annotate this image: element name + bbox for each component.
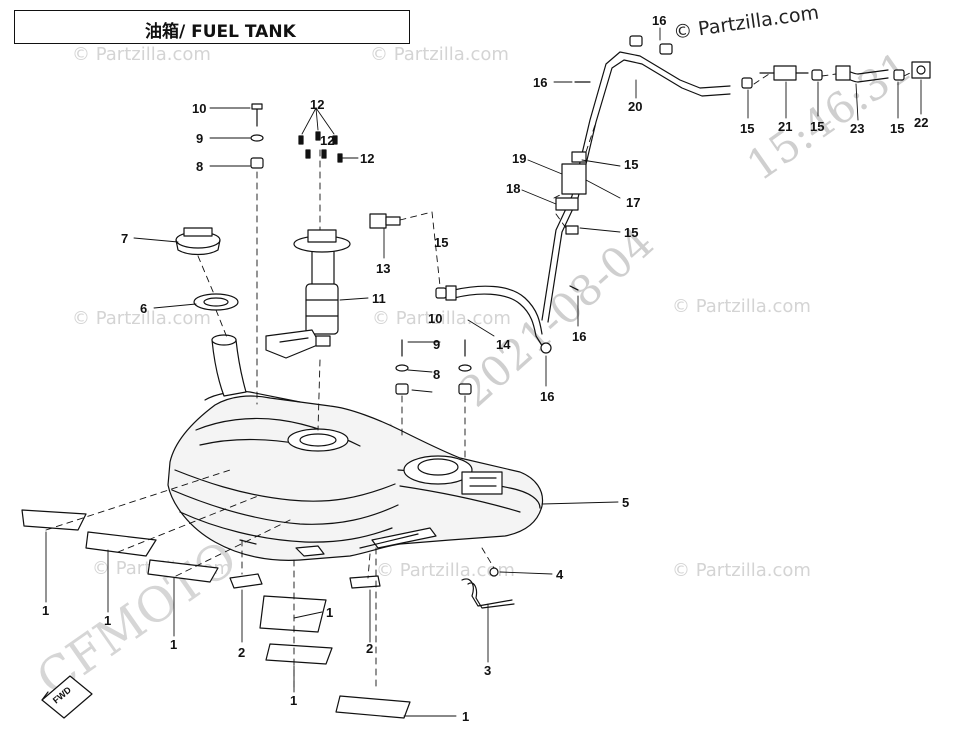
callout-23: 23 (850, 121, 864, 136)
callout-17: 17 (626, 195, 640, 210)
callout-15: 15 (890, 121, 904, 136)
callout-1: 1 (290, 693, 297, 708)
callout-11: 11 (372, 291, 386, 306)
callout-10: 10 (428, 311, 442, 326)
watermark-partzilla: © Partzilla.com (672, 560, 811, 581)
callout-2: 2 (238, 645, 245, 660)
watermark-partzilla: © Partzilla.com (72, 308, 211, 329)
callout-15: 15 (624, 157, 638, 172)
cap-seal (193, 293, 239, 311)
callout-1: 1 (104, 613, 111, 628)
callout-15: 15 (810, 119, 824, 134)
pads (21, 509, 411, 719)
left-bolt-stack (250, 103, 264, 169)
callout-6: 6 (140, 301, 147, 316)
callout-8: 8 (433, 367, 440, 382)
callout-20: 20 (628, 99, 642, 114)
watermark-partzilla: © Partzilla.com (376, 560, 515, 581)
check-valve (759, 65, 809, 81)
callout-21: 21 (778, 119, 792, 134)
clamps (435, 35, 905, 354)
callout-15: 15 (740, 121, 754, 136)
leader-lines (45, 27, 922, 717)
callout-10: 10 (192, 101, 206, 116)
callout-15: 15 (624, 225, 638, 240)
right-bolt-stack-a (395, 339, 409, 395)
callout-2: 2 (366, 641, 373, 656)
fuel-cap (175, 227, 221, 256)
callout-4: 4 (556, 567, 564, 582)
callout-22: 22 (914, 115, 928, 130)
callout-12: 12 (360, 151, 374, 166)
fwd-arrow-icon (41, 675, 93, 719)
callout-14: 14 (496, 337, 511, 352)
watermark-partzilla: © Partzilla.com (372, 308, 511, 329)
callout-1: 1 (170, 637, 177, 652)
fuel-filter (555, 151, 587, 235)
callout-1: 1 (42, 603, 49, 618)
watermark-partzilla: © Partzilla.com (72, 44, 211, 65)
callout-15: 15 (434, 235, 448, 250)
callout-labels: 1 1 1 1 1 1 2 2 3 4 5 6 7 8 8 9 9 10 10 … (42, 13, 928, 724)
callout-16: 16 (533, 75, 547, 90)
callout-9: 9 (433, 337, 440, 352)
callout-5: 5 (622, 495, 629, 510)
end-fitting (911, 61, 931, 79)
title-box: 油箱/ FUEL TANK (14, 10, 410, 44)
callout-8: 8 (196, 159, 203, 174)
fuel-pump (265, 229, 351, 359)
callout-12: 12 (320, 133, 334, 148)
watermark-partzilla: © Partzilla.com (370, 44, 509, 65)
callout-16: 16 (540, 389, 554, 404)
callout-1: 1 (326, 605, 333, 620)
callout-7: 7 (121, 231, 128, 246)
callout-1: 1 (462, 709, 469, 724)
vent-hose (541, 51, 731, 323)
hose-section (835, 65, 889, 83)
watermark-partzilla: © Partzilla.com (672, 296, 811, 317)
callout-19: 19 (512, 151, 526, 166)
callout-18: 18 (506, 181, 520, 196)
page-title: 油箱/ FUEL TANK (145, 22, 296, 42)
right-bolt-stack-b (458, 339, 472, 395)
callout-16: 16 (652, 13, 666, 28)
callout-9: 9 (196, 131, 203, 146)
callout-16: 16 (572, 329, 586, 344)
callout-12: 12 (310, 97, 324, 112)
connector (369, 213, 401, 229)
clips (229, 573, 381, 589)
callout-13: 13 (376, 261, 390, 276)
guide-lines (45, 71, 913, 691)
nut (489, 567, 499, 577)
fuel-tank (167, 334, 544, 561)
drain-hose (461, 578, 515, 609)
callout-3: 3 (484, 663, 491, 678)
